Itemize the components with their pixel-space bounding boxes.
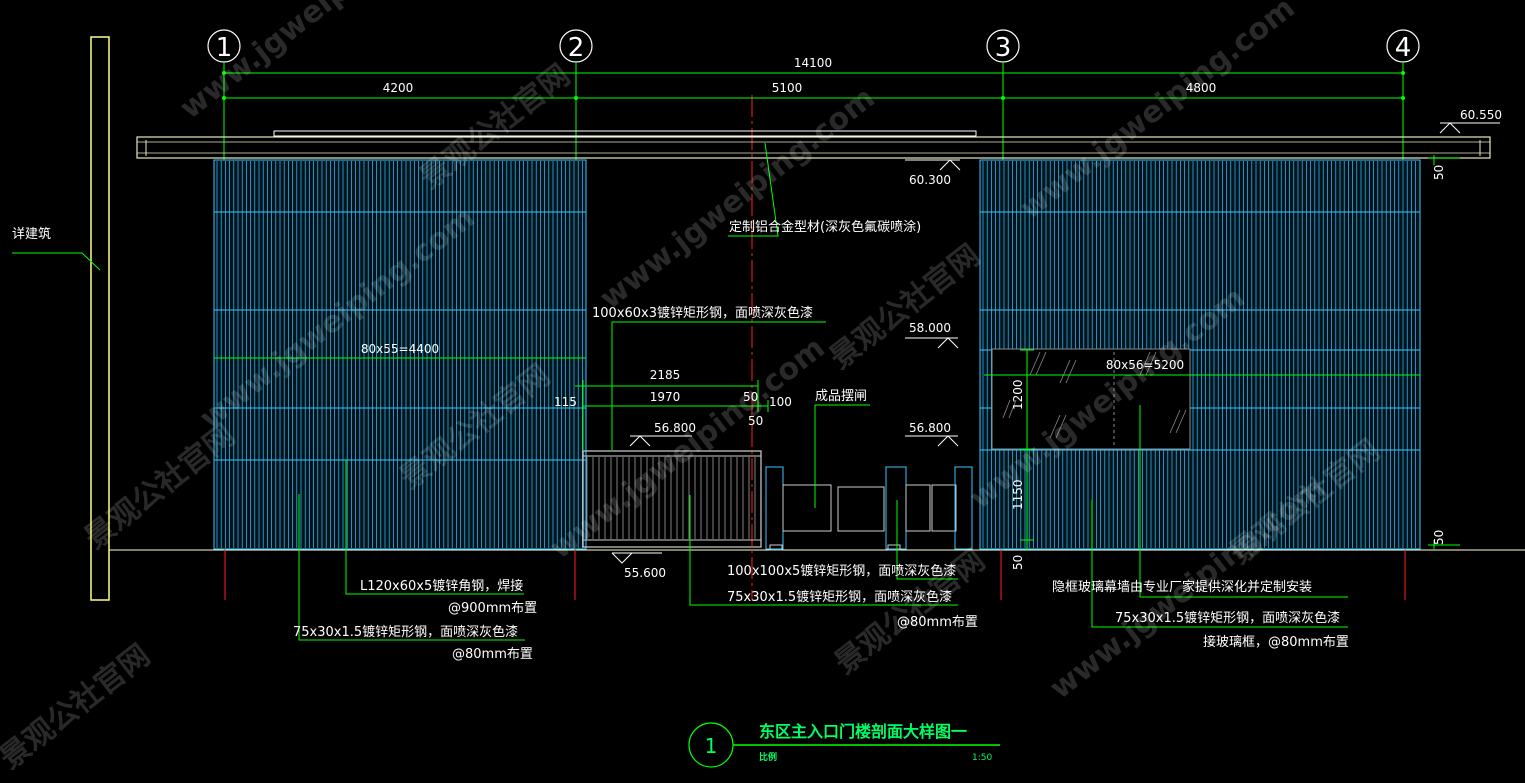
- watermark-url-6: www.jgweiping.com: [593, 80, 881, 316]
- dim-gate-total: 2185: [650, 368, 681, 382]
- leader-lines: [12, 142, 1348, 641]
- dim-span-3: 4800: [1186, 81, 1217, 95]
- axis-lines-red: [224, 540, 1406, 600]
- note-aluminum-profile: 定制铝合金型材(深灰色氟碳喷涂): [729, 219, 921, 235]
- axis-label-4: 4: [1395, 33, 1412, 63]
- note-gate-frame-steel: 100x60x3镀锌矩形钢，面喷深灰色漆: [592, 305, 813, 321]
- elev-right-low: 56.800: [909, 421, 951, 435]
- note-tube-left-1: 75x30x1.5镀锌矩形钢，面喷深灰色漆: [293, 624, 518, 640]
- dim-right-50: 50: [1011, 555, 1025, 570]
- note-tube-left-2: @80mm布置: [452, 647, 533, 662]
- elevation-markers: [611, 122, 1500, 564]
- dim-overall: 14100: [794, 56, 832, 70]
- turnstile-group: [765, 466, 973, 551]
- dim-edge-50-top: 50: [1432, 165, 1446, 180]
- dim-span-1: 4200: [383, 81, 414, 95]
- dim-gate-right: 50: [743, 390, 758, 404]
- drawing-title: 东区主入口门楼剖面大样图一: [759, 722, 967, 741]
- axis-bubble-3: 3: [986, 29, 1020, 63]
- dim-span-2: 5100: [772, 81, 803, 95]
- note-product-barrier: 成品摆闸: [815, 389, 867, 404]
- dim-right-1150: 1150: [1011, 479, 1025, 510]
- right-slat-panel: [979, 159, 1421, 550]
- dimension-ticks: [222, 71, 1405, 100]
- scale-label: 比例: [759, 751, 777, 763]
- glass-curtain-wall: [991, 348, 1191, 450]
- dim-gate-below: 50: [748, 414, 763, 428]
- note-glass-wall: 隐框玻璃幕墙由专业厂家提供深化并定制安装: [1052, 579, 1312, 595]
- dim-gate-left: 115: [554, 395, 577, 409]
- watermark-cn-7: 景观公社官网: [0, 638, 157, 776]
- watermark-cn-4: 景观公社官网: [823, 238, 986, 376]
- note-tube-right-1: 75x30x1.5镀锌矩形钢，面喷深灰色漆: [1115, 610, 1340, 626]
- note-tube-mid-2: @80mm布置: [897, 615, 978, 630]
- dim-right-1200: 1200: [1011, 379, 1025, 410]
- dim-gate-inner: 1970: [650, 390, 681, 404]
- note-angle-steel-2: @900mm布置: [448, 601, 537, 616]
- watermark-url-5: www.jgweiping.com: [173, 0, 461, 126]
- elev-gate-top: 56.800: [654, 421, 696, 435]
- slat-spec-lines: [214, 357, 1420, 376]
- dim-gate-right2: 100: [769, 395, 792, 409]
- note-tube-right-2: 接玻璃框，@80mm布置: [1203, 634, 1349, 650]
- elev-ground: 55.600: [624, 566, 666, 580]
- title-number: 1: [705, 734, 718, 758]
- note-angle-steel-1: L120x60x5镀锌角钢，焊接: [360, 578, 523, 594]
- gate-dimensions: [575, 380, 769, 450]
- axis-bubble-4: 4: [1386, 29, 1420, 63]
- elev-glass-top: 58.000: [909, 321, 951, 335]
- scale-value: 1:50: [972, 753, 992, 763]
- note-tube-mid-1: 75x30x1.5镀锌矩形钢，面喷深灰色漆: [727, 589, 952, 605]
- roof-beam: [136, 130, 1491, 159]
- axis-label-3: 3: [995, 33, 1012, 63]
- axis-bubble-2: 2: [559, 29, 593, 63]
- elev-beam-underside: 60.300: [909, 173, 951, 187]
- right-slat-spec: 80x56=5200: [1106, 358, 1184, 372]
- dim-edge-50-bottom: 50: [1432, 530, 1446, 545]
- axis-label-2: 2: [568, 33, 585, 63]
- left-slat-panel: [213, 159, 587, 550]
- note-existing-building: 详建筑: [12, 226, 51, 242]
- elev-top: 60.550: [1460, 108, 1502, 122]
- title-block: 1 东区主入口门楼剖面大样图一 比例 1:50: [688, 722, 1000, 768]
- left-slat-spec: 80x55=4400: [361, 342, 439, 356]
- existing-wall: [90, 36, 110, 601]
- note-post-steel: 100x100x5镀锌矩形钢，面喷深灰色漆: [727, 563, 956, 579]
- axis-label-1: 1: [216, 33, 233, 63]
- sliding-gate: [582, 450, 762, 548]
- right-vertical-dims: [1020, 155, 1460, 550]
